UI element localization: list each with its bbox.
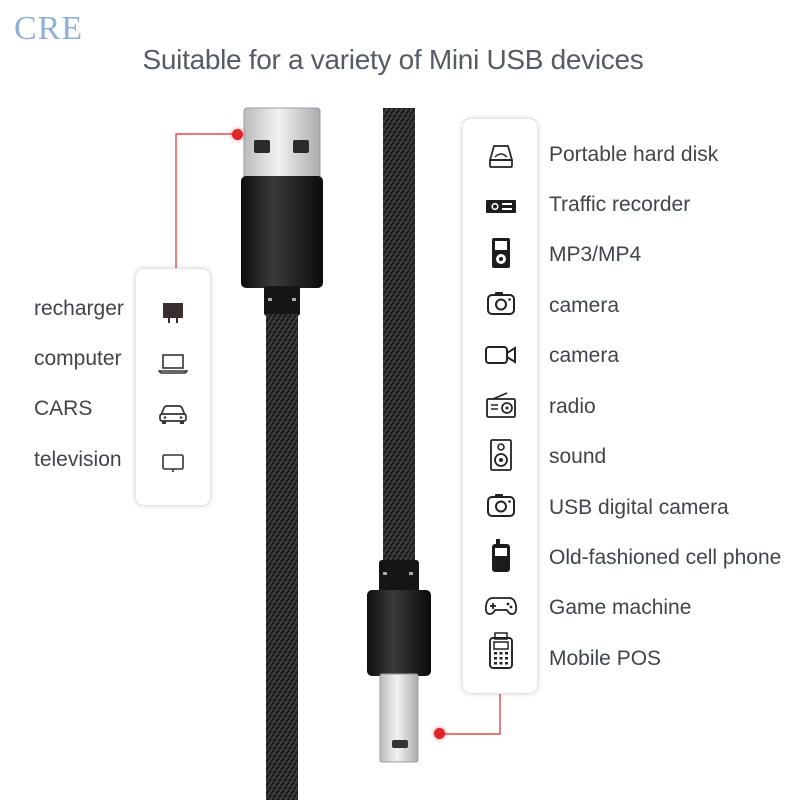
pos-terminal-icon bbox=[489, 632, 513, 669]
speaker-icon bbox=[490, 439, 512, 471]
left-device-label: recharger bbox=[34, 297, 124, 320]
hard-disk-icon bbox=[488, 145, 514, 168]
usb-a-connector bbox=[241, 107, 323, 316]
right-device-label: camera bbox=[549, 344, 620, 367]
video-camera-icon bbox=[485, 346, 516, 364]
photo-camera-icon bbox=[487, 292, 515, 315]
right-device-label: Mobile POS bbox=[549, 647, 662, 670]
mp3-player-icon bbox=[492, 238, 510, 268]
left-device-label: television bbox=[34, 448, 122, 471]
watermark: CRE bbox=[14, 10, 84, 47]
right-device-label: Traffic recorder bbox=[549, 193, 691, 216]
callout-dot-usb-a bbox=[232, 129, 243, 140]
charger-plug-icon bbox=[163, 303, 183, 323]
right-device-label: camera bbox=[549, 294, 620, 317]
right-device-label: USB digital camera bbox=[549, 496, 729, 519]
radio-icon bbox=[486, 392, 516, 418]
gamepad-icon bbox=[484, 597, 518, 615]
laptop-icon bbox=[158, 354, 188, 374]
page-title: Suitable for a variety of Mini USB devic… bbox=[142, 44, 644, 75]
left-device-label: CARS bbox=[34, 397, 93, 420]
tv-icon bbox=[162, 454, 184, 472]
dashcam-icon bbox=[486, 200, 516, 213]
cell-phone-icon bbox=[492, 539, 510, 572]
right-device-label: Portable hard disk bbox=[549, 143, 719, 166]
right-device-label: sound bbox=[549, 445, 607, 468]
left-device-label: computer bbox=[34, 347, 122, 370]
car-icon bbox=[159, 405, 187, 424]
right-device-label: MP3/MP4 bbox=[549, 243, 642, 266]
right-braided-cable bbox=[383, 108, 415, 566]
right-device-label: radio bbox=[549, 395, 596, 418]
callout-dot-mini-usb bbox=[434, 728, 445, 739]
mini-usb-connector bbox=[367, 560, 431, 763]
right-device-label: Game machine bbox=[549, 596, 692, 619]
photo-camera-icon bbox=[487, 494, 515, 517]
right-device-label: Old-fashioned cell phone bbox=[549, 546, 782, 569]
left-braided-cable bbox=[266, 314, 298, 800]
